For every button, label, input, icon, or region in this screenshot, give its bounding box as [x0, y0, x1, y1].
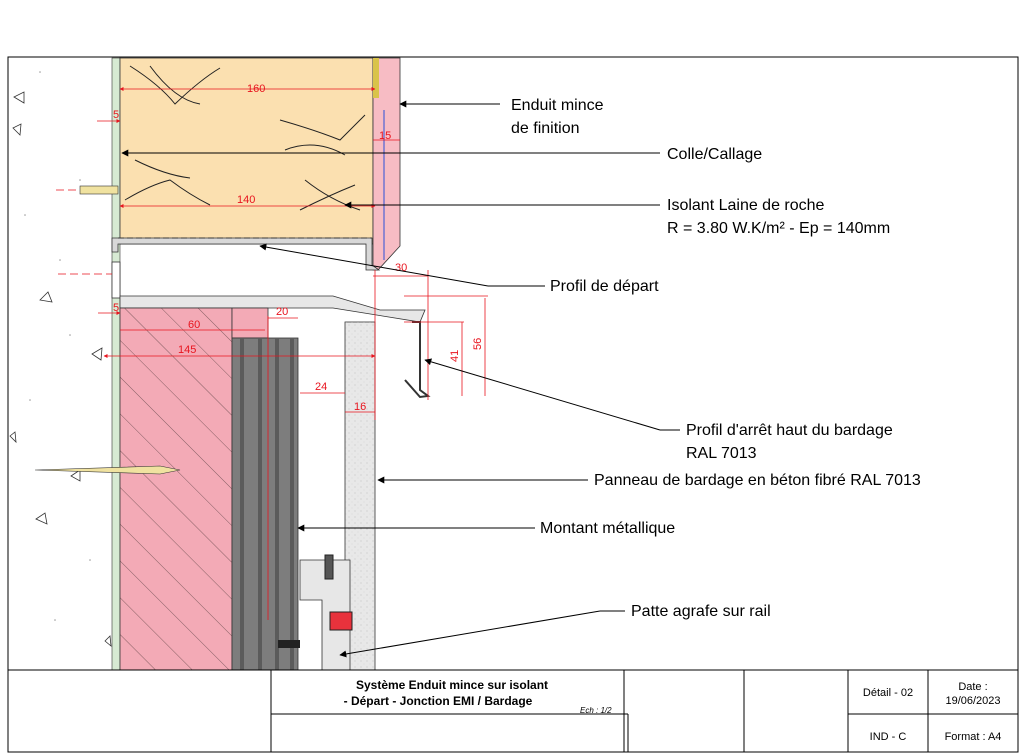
- date-value: 19/06/2023: [945, 695, 1000, 707]
- label-panneau: Panneau de bardage en béton fibré RAL 70…: [594, 472, 921, 489]
- dim-30: 30: [395, 262, 407, 274]
- dim-160: 160: [247, 83, 265, 95]
- title-block: [7, 669, 1019, 753]
- label-patte: Patte agrafe sur rail: [631, 603, 771, 620]
- leader-lines: [121, 100, 680, 658]
- adhesive-layer: [111, 57, 121, 671]
- starter-profile: [111, 237, 381, 299]
- label-profil-arret-line1: Profil d'arrêt haut du bardage: [686, 422, 893, 439]
- dim-5-top: 5: [113, 109, 119, 121]
- finish-render: [372, 57, 401, 271]
- dim-140: 140: [237, 194, 255, 206]
- label-profil-depart: Profil de départ: [550, 278, 659, 295]
- dim-145: 145: [178, 344, 196, 356]
- rail-clip: [278, 554, 353, 671]
- dim-56: 56: [472, 338, 484, 350]
- dim-24: 24: [315, 381, 327, 393]
- wall-anchor-upper: [56, 185, 119, 195]
- label-enduit-line2: de finition: [511, 120, 580, 137]
- title-line1: Système Enduit mince sur isolant: [356, 678, 548, 692]
- dim-20: 20: [276, 306, 288, 318]
- existing-wall: [9, 58, 112, 670]
- format-label: Format : A4: [945, 731, 1002, 743]
- cladding-panel: [344, 321, 376, 671]
- scale-label: Ech : 1/2: [580, 706, 612, 715]
- label-montant: Montant métallique: [540, 520, 675, 537]
- label-colle: Colle/Callage: [667, 146, 762, 163]
- detail-number: Détail - 02: [863, 687, 913, 699]
- lower-wall: [119, 307, 269, 671]
- dim-41: 41: [449, 350, 461, 362]
- dimension-lines: [97, 87, 488, 620]
- dim-60: 60: [188, 319, 200, 331]
- wall-anchor-lower: [34, 465, 181, 475]
- dim-15: 15: [379, 130, 391, 142]
- index-label: IND - C: [870, 731, 907, 743]
- label-isolant-line2: R = 3.80 W.K/m² - Ep = 140mm: [667, 220, 890, 237]
- label-isolant-line1: Isolant Laine de roche: [667, 197, 825, 214]
- label-enduit-line1: Enduit mince: [511, 97, 604, 114]
- title-line2: - Départ - Jonction EMI / Bardage: [344, 694, 533, 708]
- cladding-stop-profile: [404, 321, 431, 399]
- date-label: Date :: [958, 681, 987, 693]
- dim-5-bottom: 5: [113, 302, 119, 314]
- label-profil-arret-line2: RAL 7013: [686, 445, 757, 462]
- dim-16: 16: [354, 401, 366, 413]
- metal-upright: [231, 337, 299, 671]
